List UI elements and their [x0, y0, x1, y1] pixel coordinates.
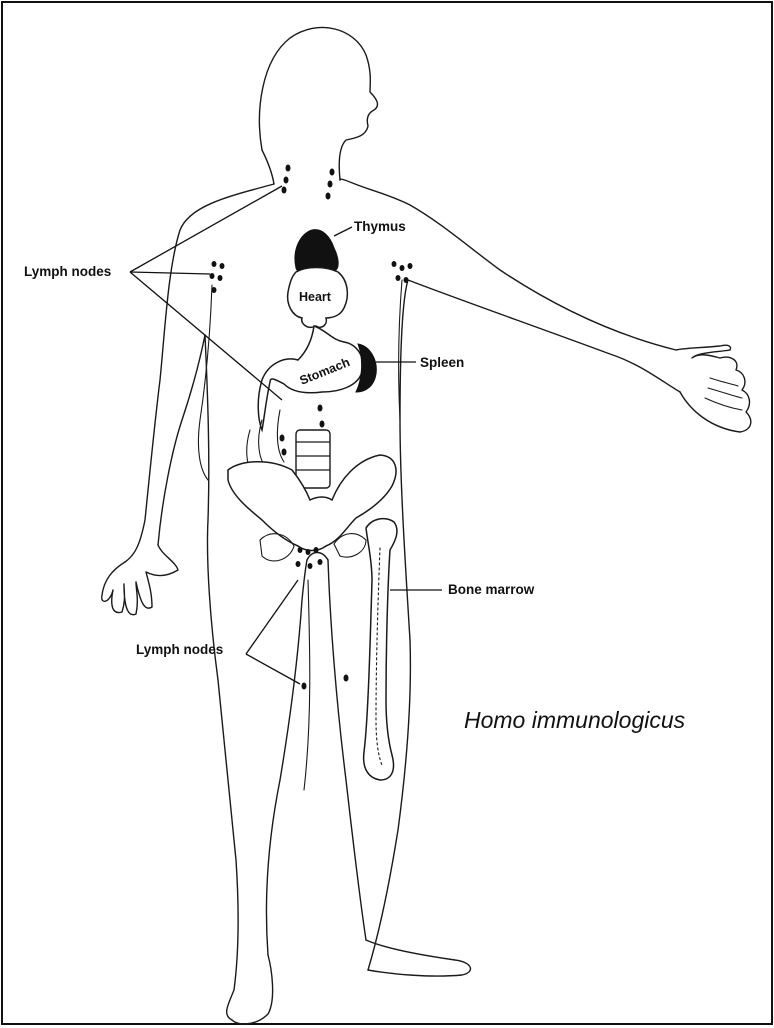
heart-label: Heart: [299, 290, 332, 304]
spine: [296, 430, 330, 488]
lymph-nodes-upper-label: Lymph nodes: [24, 264, 111, 279]
lymph-nodes-lower-label: Lymph nodes: [136, 642, 223, 657]
thymus-label: Thymus: [354, 219, 406, 234]
thymus-shape: [295, 230, 338, 272]
femur-bone: [364, 519, 397, 780]
figure-caption: Homo immunologicus: [464, 707, 686, 733]
bone-marrow-label: Bone marrow: [448, 582, 535, 597]
body-outline: [102, 27, 751, 1023]
spleen-label: Spleen: [420, 355, 464, 370]
